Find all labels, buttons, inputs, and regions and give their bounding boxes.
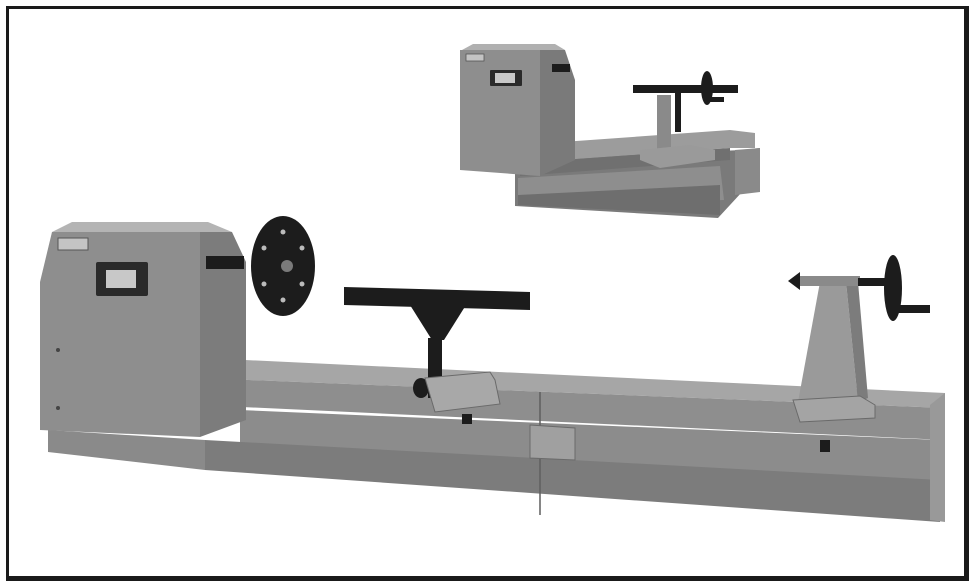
small-lathe-tool-rest-bar	[633, 85, 738, 93]
small-lathe-tool-rest-post	[657, 95, 671, 150]
large-lathe-bed-floor-shadow	[48, 430, 205, 470]
large-lathe-screw-1	[56, 348, 60, 352]
small-lathe-headstock-top	[462, 44, 565, 50]
small-lathe-headstock-front	[460, 50, 540, 176]
large-lathe-tailstock-handle	[895, 305, 930, 313]
small-lathe-headstock-side	[540, 50, 575, 176]
small-lathe-bed-rail-top	[520, 130, 755, 163]
large-lathe-tool-rest-clamp	[462, 414, 472, 424]
small-lathe-tool-rest-stem	[675, 92, 681, 132]
large-lathe-tailstock-handwheel	[884, 255, 902, 321]
large-lathe-tool-rest-knob	[413, 378, 429, 398]
small-lathe-handwheel	[701, 71, 713, 105]
small-lathe-handwheel-handle	[710, 97, 724, 102]
large-lathe-bed-lower-front	[205, 440, 940, 522]
large-lathe-label-plate	[57, 237, 89, 251]
large-lathe	[40, 216, 945, 522]
large-lathe-faceplate-hole-4	[261, 281, 267, 287]
small-lathe-label-plate	[465, 53, 485, 62]
large-lathe-switch	[106, 270, 136, 288]
small-lathe	[460, 44, 760, 218]
large-lathe-live-center	[788, 272, 800, 290]
large-lathe-bed-rail-top	[200, 360, 945, 408]
large-lathe-tailstock-body	[798, 282, 858, 402]
large-lathe-tailstock-quill	[800, 276, 860, 286]
large-lathe-bed-joint	[529, 424, 576, 461]
large-lathe-headstock-front	[40, 232, 200, 437]
large-lathe-headstock-side	[200, 232, 246, 437]
large-lathe-tailstock-clamp	[820, 440, 830, 452]
large-lathe-faceplate-hole-6	[280, 297, 286, 303]
large-lathe-faceplate-hub	[281, 260, 293, 272]
large-lathe-faceplate-hole-1	[280, 229, 286, 235]
large-lathe-tailstock-screw	[858, 278, 892, 286]
large-lathe-faceplate-hole-3	[299, 245, 305, 251]
small-lathe-tool-rest-base	[640, 145, 715, 168]
large-lathe-screw-2	[56, 406, 60, 410]
small-lathe-bed-end	[735, 148, 760, 195]
large-lathe-headstock-top	[52, 222, 232, 232]
large-lathe-tool-rest-arm	[410, 305, 466, 340]
small-lathe-bed-lower-front	[518, 185, 720, 215]
large-lathe-faceplate-hole-2	[261, 245, 267, 251]
large-lathe-bed-end	[930, 393, 945, 522]
large-lathe-tailstock-base	[792, 395, 876, 423]
small-lathe-switch	[495, 73, 515, 83]
small-lathe-spindle	[552, 64, 570, 72]
large-lathe-bed-rail-front	[200, 378, 945, 440]
large-lathe-tailstock-side	[846, 282, 868, 402]
large-lathe-tool-rest-bar	[344, 287, 530, 310]
large-lathe-spindle	[206, 256, 244, 269]
large-lathe-tool-rest-banjo	[424, 371, 501, 413]
large-lathe-faceplate-hole-5	[299, 281, 305, 287]
